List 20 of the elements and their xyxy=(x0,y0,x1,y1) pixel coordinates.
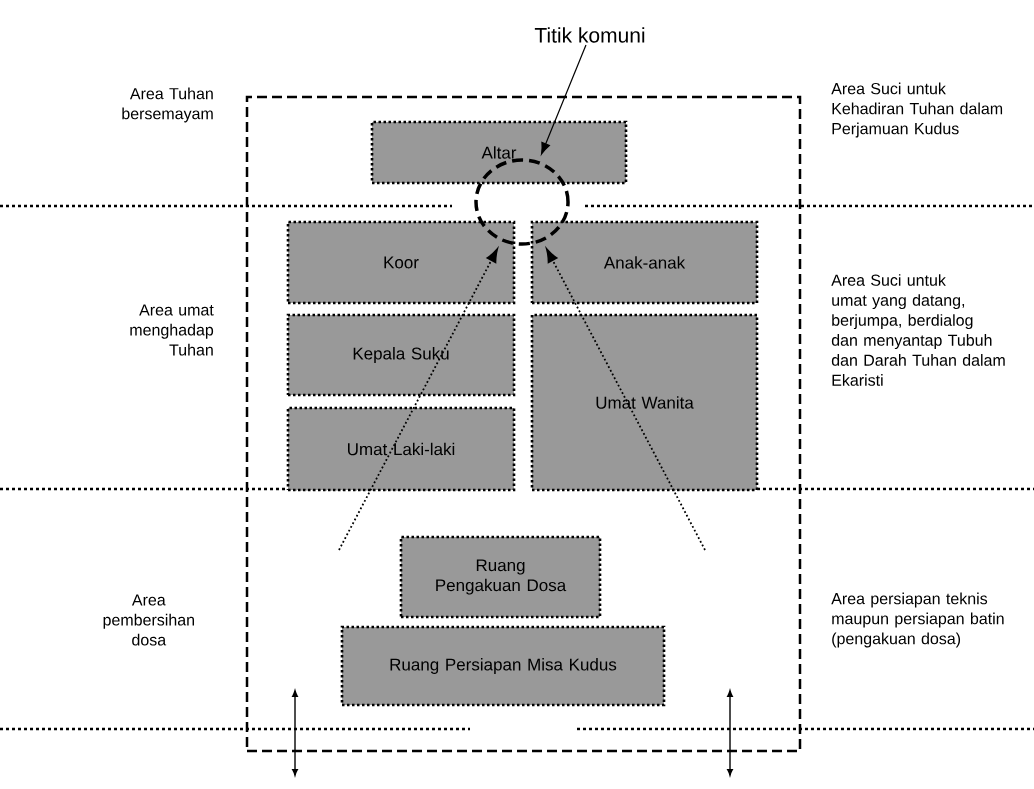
area-description: Area Suci untuk umat yang datang, berjumpa, berdialog dan menyantap Tubuh dan Darah Tuhan dalam Ekaristi xyxy=(831,274,1005,386)
area-description: Area umat menghadap Tuhan xyxy=(130,304,214,356)
dashed-circle xyxy=(474,158,570,246)
area-box: Ruang Pengakuan Dosa xyxy=(399,535,602,619)
area-box: Umat Laki-laki xyxy=(286,406,516,492)
area-box: Altar xyxy=(370,120,628,185)
area-description: Area pembersihan dosa xyxy=(103,594,194,646)
callout-text: Titik komuni xyxy=(534,27,645,43)
area-description: Area Tuhan bersemayam xyxy=(122,87,213,123)
area-box: Anak-anak xyxy=(530,220,759,305)
area-box: Umat Wanita xyxy=(530,313,759,492)
dotted-arrow xyxy=(546,248,706,551)
area-box: Koor xyxy=(286,220,516,305)
area-box: Kepala Suku xyxy=(286,313,516,397)
dashed-boundary xyxy=(245,95,802,753)
dotted-arrow xyxy=(338,248,498,551)
area-box: Ruang Persiapan Misa Kudus xyxy=(340,625,666,707)
area-description: Area Suci untuk Kehadiran Tuhan dalam Perjamuan Kudus xyxy=(831,82,1003,138)
leader-arrow xyxy=(540,44,587,155)
area-description: Area persiapan teknis maupun persiapan batin (pengakuan dosa) xyxy=(831,592,1004,648)
